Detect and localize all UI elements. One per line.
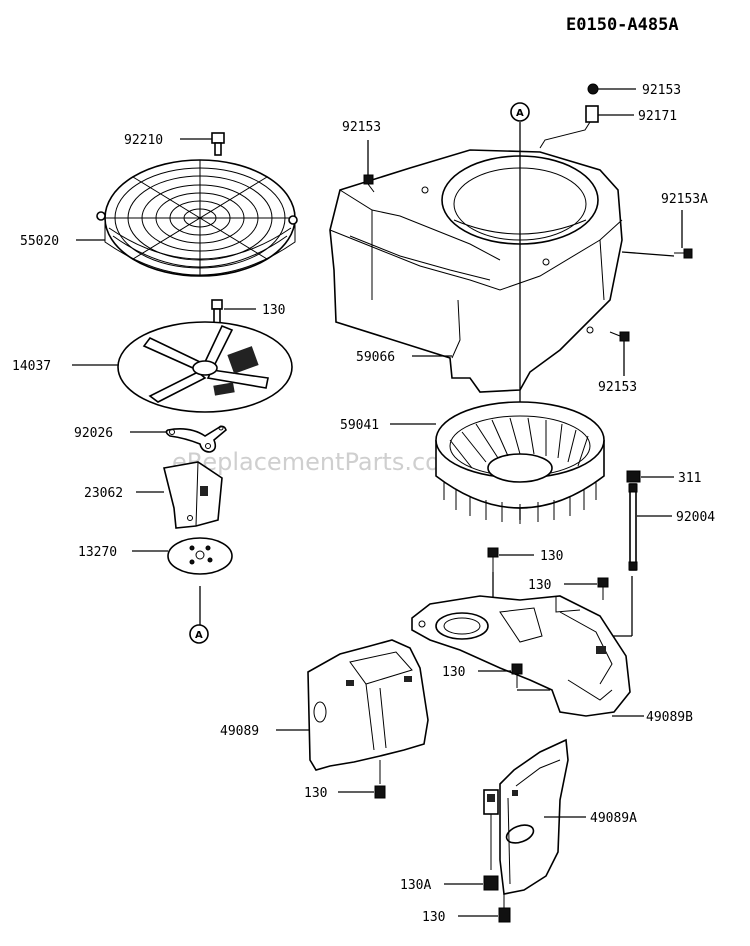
bolt-130-bottom[interactable] bbox=[498, 892, 511, 923]
label-92210[interactable]: 92210 bbox=[124, 133, 163, 148]
label-92026[interactable]: 92026 bbox=[74, 426, 113, 441]
bracket-49089a-clip[interactable] bbox=[483, 789, 499, 870]
screw-92153a[interactable] bbox=[674, 248, 693, 259]
nut-311[interactable] bbox=[626, 470, 641, 483]
shroud-49089b[interactable] bbox=[411, 595, 631, 717]
label-130-fan[interactable]: 130 bbox=[262, 303, 285, 318]
label-130-bottom[interactable]: 130 bbox=[422, 910, 445, 925]
label-49089[interactable]: 49089 bbox=[220, 724, 259, 739]
label-130-mid2[interactable]: 130 bbox=[528, 578, 551, 593]
diagram-id: E0150-A485A bbox=[566, 15, 679, 35]
label-13270[interactable]: 13270 bbox=[78, 545, 117, 560]
label-92153a[interactable]: 92153A bbox=[661, 192, 708, 207]
label-59066[interactable]: 59066 bbox=[356, 350, 395, 365]
label-130-mid1[interactable]: 130 bbox=[540, 549, 563, 564]
fan-plate-14037[interactable] bbox=[117, 321, 293, 413]
label-92153-side[interactable]: 92153 bbox=[598, 380, 637, 395]
label-59041[interactable]: 59041 bbox=[340, 418, 379, 433]
bolt-130-mid2[interactable] bbox=[597, 577, 609, 600]
label-311[interactable]: 311 bbox=[678, 471, 701, 486]
label-130a[interactable]: 130A bbox=[400, 878, 431, 893]
label-49089b[interactable]: 49089B bbox=[646, 710, 693, 725]
label-92171[interactable]: 92171 bbox=[638, 109, 677, 124]
fitting-92171[interactable] bbox=[539, 105, 599, 149]
bolt-130-mid1[interactable] bbox=[487, 547, 499, 572]
plate-13270[interactable] bbox=[167, 537, 233, 575]
label-92004[interactable]: 92004 bbox=[676, 510, 715, 525]
label-14037[interactable]: 14037 bbox=[12, 359, 51, 374]
svg-text:A: A bbox=[195, 630, 203, 641]
screw-92153-side[interactable] bbox=[609, 331, 630, 342]
bracket-23062[interactable] bbox=[163, 461, 223, 529]
screw-92153-cap[interactable] bbox=[587, 83, 599, 95]
fan-guard-55020[interactable] bbox=[96, 159, 298, 277]
label-23062[interactable]: 23062 bbox=[84, 486, 123, 501]
stud-92004[interactable] bbox=[628, 483, 638, 571]
bolt-92210[interactable] bbox=[211, 132, 225, 156]
label-130-left[interactable]: 130 bbox=[304, 786, 327, 801]
label-49089a[interactable]: 49089A bbox=[590, 811, 637, 826]
bolt-130-fan[interactable] bbox=[211, 299, 223, 324]
cover-49089[interactable] bbox=[307, 639, 429, 771]
bracket-92026[interactable] bbox=[165, 425, 227, 453]
ref-marker-a-top: A bbox=[510, 102, 530, 122]
bolt-130a[interactable] bbox=[483, 875, 499, 891]
label-130-mid3[interactable]: 130 bbox=[442, 665, 465, 680]
label-92153-cap[interactable]: 92153 bbox=[642, 83, 681, 98]
watermark: eReplacementParts.com bbox=[172, 448, 463, 476]
label-92153-top[interactable]: 92153 bbox=[342, 120, 381, 135]
bolt-130-mid3[interactable] bbox=[511, 663, 523, 688]
label-55020[interactable]: 55020 bbox=[20, 234, 59, 249]
bolt-130-left[interactable] bbox=[374, 760, 386, 799]
flywheel-59041[interactable] bbox=[435, 401, 605, 524]
svg-text:A: A bbox=[516, 108, 524, 119]
ref-marker-a-bottom: A bbox=[189, 624, 209, 644]
cover-49089a[interactable] bbox=[499, 738, 569, 895]
